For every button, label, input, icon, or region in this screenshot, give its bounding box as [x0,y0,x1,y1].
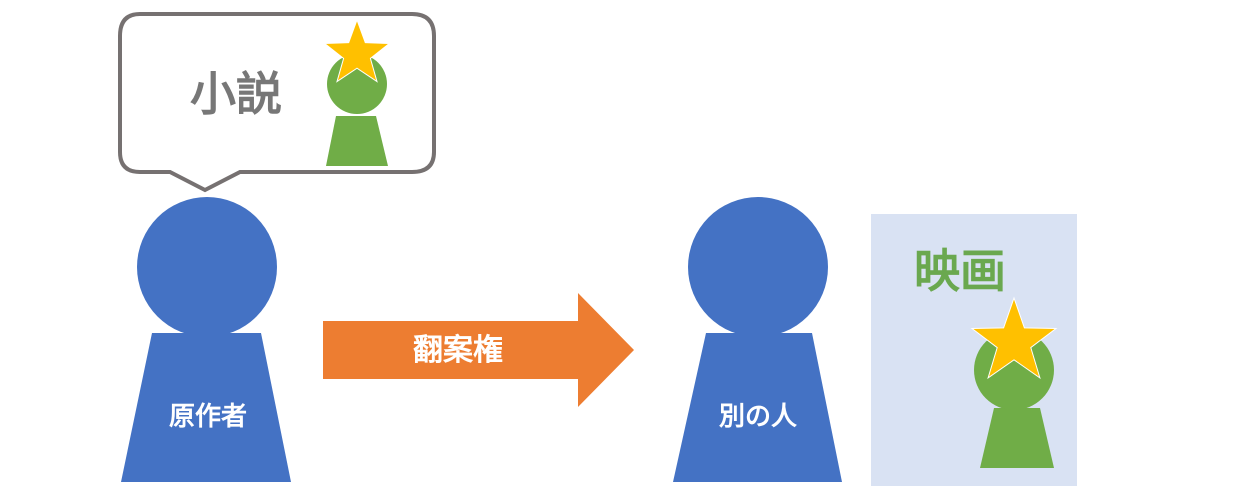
novel-star-icon [323,18,391,83]
adaptation-right-arrow [323,293,634,407]
original-author-body [121,333,291,482]
original-author-label: 原作者 [168,402,247,432]
other-person-head [688,197,828,337]
bubble-text: 小説 [190,67,282,121]
film-character-head [974,330,1054,410]
other-person-label: 別の人 [718,402,797,432]
other-person-body [673,333,842,482]
film-title: 映画 [914,244,1006,298]
film-star-icon [970,296,1058,380]
original-author-head [137,197,277,337]
novel-character-body [326,116,388,166]
arrow-label: 翻案権 [413,333,503,368]
film-character-body [980,408,1054,468]
